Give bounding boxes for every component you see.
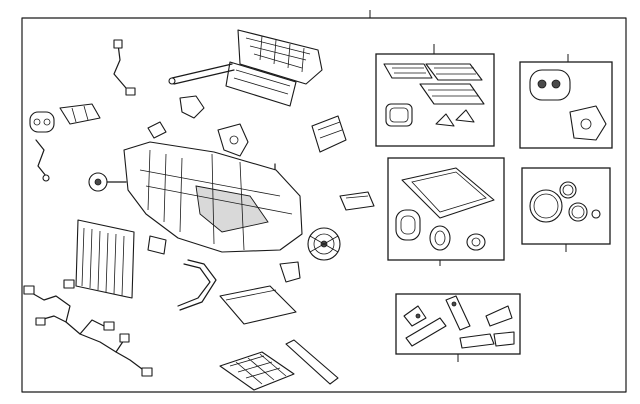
box-arms-levers <box>395 293 521 362</box>
grommet-left <box>29 111 55 133</box>
actuator-bracket <box>217 123 249 157</box>
main-assembly-frame <box>21 10 627 393</box>
box-filter-seals <box>387 157 505 266</box>
foam-seal-center <box>311 115 347 153</box>
drain-tube <box>177 259 217 311</box>
control-rod <box>168 63 235 85</box>
clip-small-2 <box>179 95 205 119</box>
seal-strip <box>285 339 339 385</box>
box-registers <box>375 44 495 147</box>
wiring-harness <box>23 279 153 377</box>
clip-small-1 <box>147 121 167 139</box>
hvac-case <box>88 141 303 255</box>
cabin-filter <box>219 285 297 325</box>
bracket-left <box>35 139 50 182</box>
blower-clip <box>279 261 301 283</box>
aspirator <box>59 103 101 125</box>
upper-duct-housing <box>225 29 323 107</box>
filter-tray <box>219 351 295 391</box>
box-orings <box>521 167 611 252</box>
blower-motor <box>307 227 341 261</box>
evaporator-core <box>75 219 135 299</box>
sensor-wire <box>113 39 136 96</box>
resistor <box>339 191 375 211</box>
box-actuator <box>519 54 613 149</box>
